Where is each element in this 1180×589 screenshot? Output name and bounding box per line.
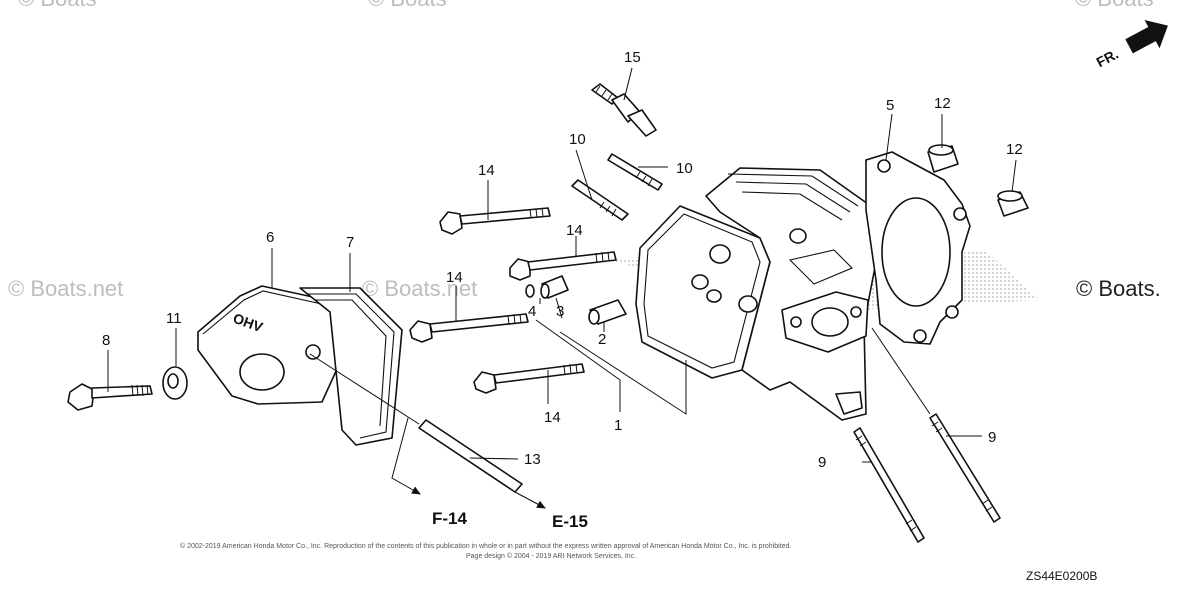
- flange-bolt-14-bottom[interactable]: [473, 363, 585, 394]
- callout-6: 6: [266, 229, 274, 246]
- callout-12-upper: 12: [934, 95, 951, 112]
- flange-bolt-14-top[interactable]: [439, 207, 551, 235]
- stud-bolt-10-upper[interactable]: [607, 153, 663, 191]
- callout-9-rear: 9: [988, 429, 996, 446]
- copyright-line-1: © 2002-2019 American Honda Motor Co., In…: [180, 542, 791, 550]
- callout-3: 3: [556, 303, 564, 320]
- dowel-pin-12-lower[interactable]: [997, 190, 1029, 217]
- seal-washer-11[interactable]: [162, 366, 188, 400]
- dowel-pin-2[interactable]: [588, 299, 627, 325]
- callout-12-lower: 12: [1006, 141, 1023, 158]
- callout-11: 11: [166, 310, 182, 327]
- leader-lines: [107, 67, 1017, 463]
- dowel-pin-12-upper[interactable]: [927, 144, 959, 173]
- watermark-boats: © Boats.: [1076, 276, 1161, 301]
- callout-2: 2: [598, 331, 606, 348]
- callout-13: 13: [524, 451, 541, 468]
- stud-bolt-9-front[interactable]: [853, 427, 925, 543]
- stud-bolt-9-rear[interactable]: [929, 413, 1001, 523]
- stud-bolt-10-lower[interactable]: [571, 179, 629, 221]
- callout-15: 15: [624, 49, 641, 66]
- callout-14-left: 14: [446, 269, 463, 286]
- reference-e15[interactable]: E-15: [552, 512, 588, 531]
- callout-4: 4: [528, 303, 536, 320]
- flange-bolt-14-mid[interactable]: [509, 251, 617, 281]
- watermark-faint-top-2: © Boats: [368, 0, 447, 11]
- head-cover[interactable]: OHV: [197, 285, 361, 405]
- cylinder-head-1[interactable]: [635, 167, 877, 421]
- callout-7: 7: [346, 234, 354, 251]
- reference-f14[interactable]: F-14: [432, 509, 468, 528]
- cylinder-head-gasket-5[interactable]: [865, 151, 971, 345]
- watermark-faint-top-3: © Boats: [1075, 0, 1154, 11]
- callout-14-top: 14: [478, 162, 495, 179]
- watermark-faint-top-1: © Boats: [18, 0, 97, 11]
- flange-bolt-14-left[interactable]: [409, 313, 529, 343]
- diagram-code: ZS44E0200B: [1026, 569, 1097, 583]
- front-orientation-arrow: FR.: [1094, 19, 1168, 71]
- callout-10-upper: 10: [676, 160, 693, 177]
- watermark-faint-left: © Boats.net: [8, 276, 123, 301]
- o-ring-4[interactable]: [525, 284, 535, 298]
- head-cover-gasket[interactable]: [299, 287, 403, 446]
- front-label: FR.: [1094, 46, 1121, 71]
- breather-tube-13[interactable]: [309, 353, 546, 509]
- callout-1: 1: [614, 417, 622, 434]
- spark-plug-15[interactable]: [591, 83, 657, 137]
- callout-5: 5: [886, 97, 894, 114]
- callout-14-mid: 14: [566, 222, 583, 239]
- flange-bolt-8[interactable]: [67, 383, 153, 411]
- callout-14-bottom: 14: [544, 409, 561, 426]
- callout-9-front: 9: [818, 454, 826, 471]
- callout-10-lower: 10: [569, 131, 586, 148]
- copyright-line-2: Page design © 2004 - 2019 ARI Network Se…: [466, 552, 636, 560]
- dowel-pin-3[interactable]: [540, 275, 569, 299]
- watermark-faint-mid: © Boats.net: [362, 276, 477, 301]
- callout-8: 8: [102, 332, 110, 349]
